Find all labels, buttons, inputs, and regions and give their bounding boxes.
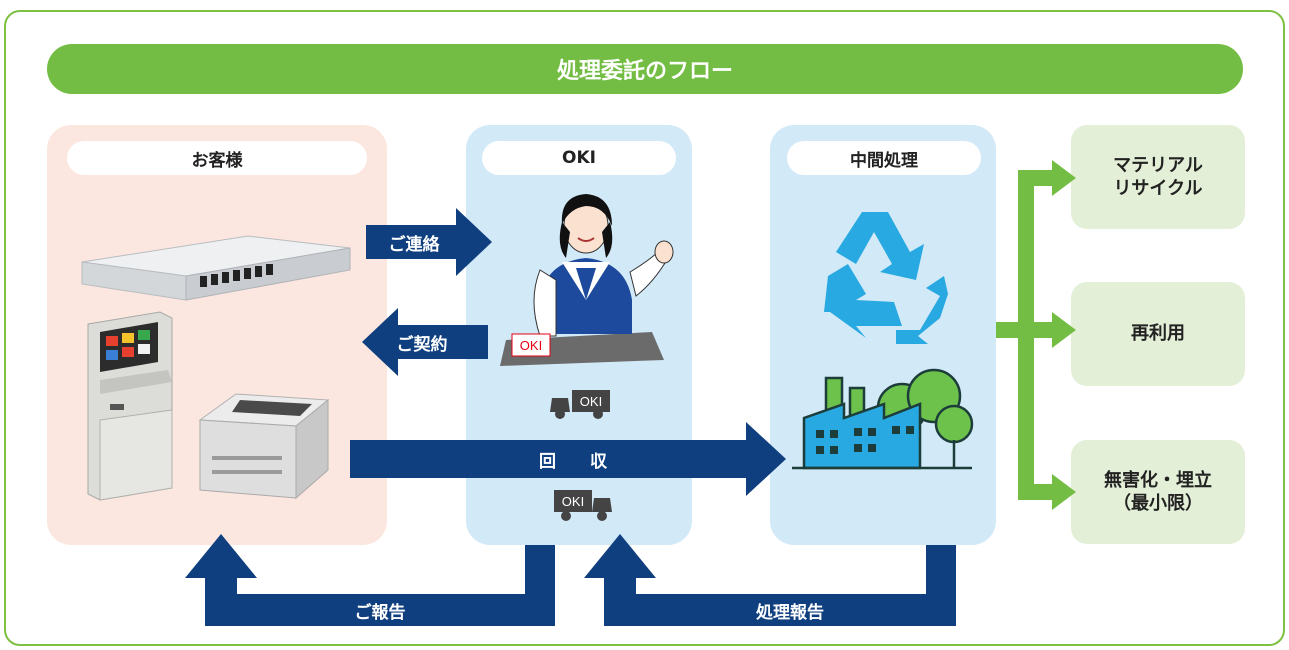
printer-image [198,393,330,500]
outcome-harmless: 無害化・埋立 （最小限） [1071,440,1245,544]
outcome-harmless-line2: （最小限） [1113,493,1203,514]
network-device-image [81,235,351,301]
customer-label: お客様 [67,141,367,175]
desk-sign-text: OKI [520,338,542,353]
processing-report-arrow-label: 処理報告 [756,602,824,623]
contact-arrow-label: ご連絡 [388,234,440,255]
contract-arrow-label: ご契約 [396,334,448,355]
outcome-harmless-line1: 無害化・埋立 [1104,469,1212,491]
oki-label: OKI [482,141,676,175]
outcome-reuse: 再利用 [1071,282,1245,386]
contract-arrow [362,308,488,376]
report-arrow [185,534,555,626]
intermediate-label: 中間処理 [787,141,981,175]
outcome-reuse-label: 再利用 [1131,323,1185,345]
factory-icon [792,368,974,470]
staff-illustration [500,194,674,366]
collection-arrow [350,422,786,496]
outcome-material-recycle-line2: リサイクル [1113,178,1203,199]
truck2-logo: OKI [562,494,584,509]
outer-frame [4,10,1285,646]
truck-icon-1 [550,390,610,419]
outcome-material-recycle-line1: マテリアル [1113,154,1203,176]
green-branch-arrows [996,160,1076,510]
page-title: 処理委託のフロー [47,44,1243,94]
truck1-logo: OKI [580,394,602,409]
report-arrow-label: ご報告 [354,602,406,623]
truck-icon-2 [554,490,612,521]
contact-arrow [366,208,492,276]
intermediate-panel [770,125,996,545]
recycle-icon [824,212,948,344]
outcome-material-recycle: マテリアル リサイクル [1071,125,1245,229]
kiosk-terminal-image [87,311,173,501]
processing-report-arrow [584,534,956,626]
collection-arrow-label: 回 収 [539,451,621,472]
